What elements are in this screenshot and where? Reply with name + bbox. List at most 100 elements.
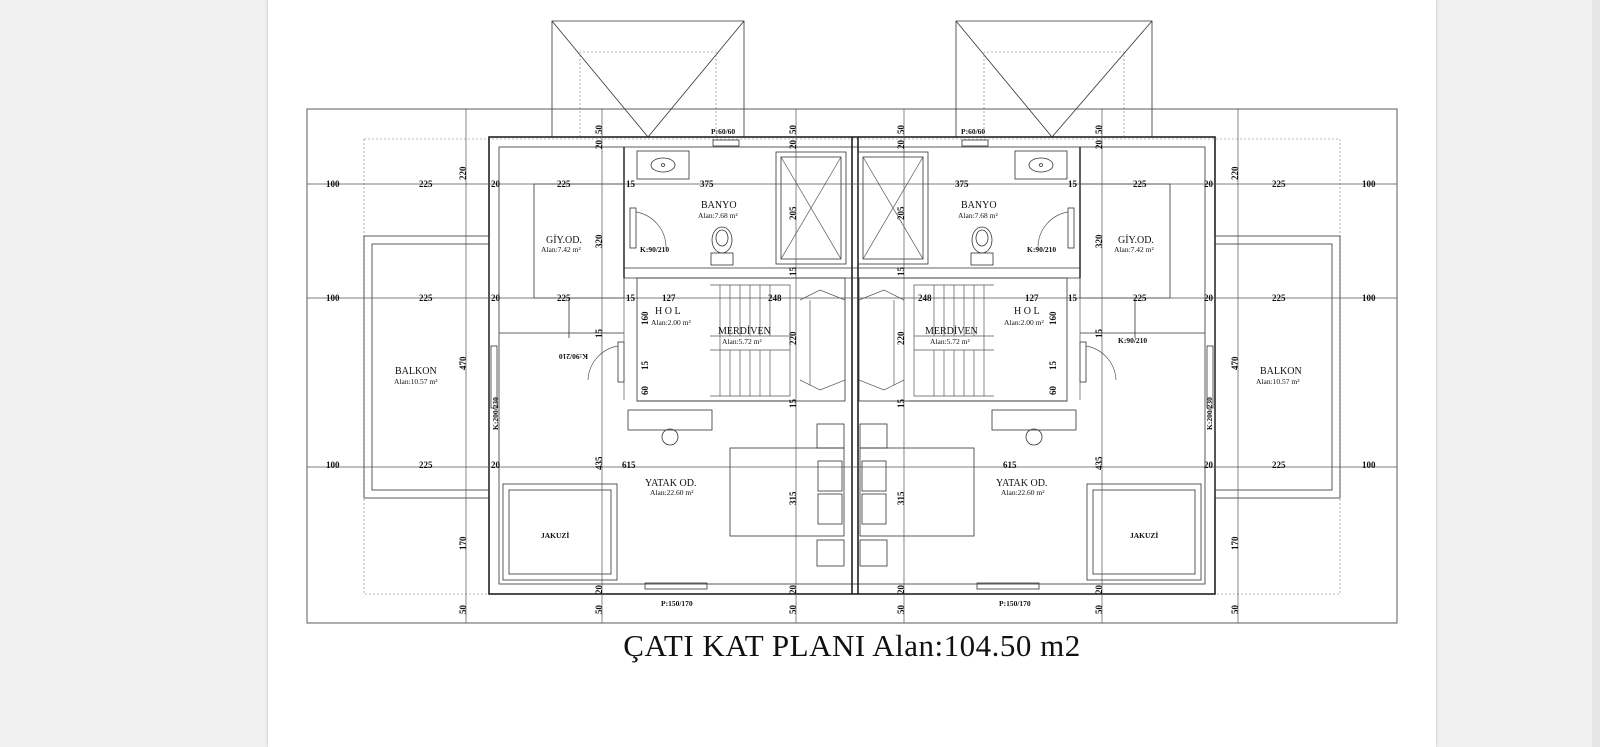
dim-label: 100 — [326, 293, 340, 303]
dim-label: 20 — [491, 179, 501, 189]
dim-label: 20 — [788, 140, 798, 150]
dim-label: 470 — [1230, 356, 1240, 370]
room-merdiven: MERDİVEN — [925, 325, 978, 337]
dim-label: 20 — [1204, 460, 1214, 470]
dim-label: 20 — [1094, 140, 1104, 150]
interior-walls-left — [499, 147, 852, 581]
dim-label: 315 — [896, 491, 906, 505]
room-balkon: BALKON — [1260, 366, 1302, 377]
dim-label: 50 — [788, 125, 798, 135]
room-yatak-area: Alan:22.60 m² — [650, 488, 694, 497]
dim-label: 15 — [640, 361, 650, 371]
dim-label: 50 — [1230, 605, 1240, 615]
dim-label: 220 — [458, 166, 468, 180]
dim-label: 15 — [1068, 179, 1078, 189]
dim-label: 60 — [1048, 386, 1058, 396]
dim-label: 470 — [458, 356, 468, 370]
dim-label: 205 — [896, 206, 906, 220]
dim-label: 435 — [1094, 456, 1104, 470]
dim-label: 15 — [788, 267, 798, 277]
room-merdiven-area: Alan:5.72 m² — [722, 337, 762, 346]
balcony-right — [1214, 235, 1341, 499]
dims-row-1: 100 225 20 225 15 375 375 15 225 20 225 … — [326, 179, 1376, 189]
dim-label: 50 — [896, 125, 906, 135]
door-label: K:90/210 — [1118, 336, 1147, 345]
dim-label: 15 — [1068, 293, 1078, 303]
room-banyo: BANYO — [701, 200, 737, 211]
balcony-left — [363, 235, 490, 499]
dim-label: 248 — [918, 293, 932, 303]
dim-label: 225 — [1272, 293, 1286, 303]
dim-label: 20 — [1204, 293, 1214, 303]
room-hol: H O L — [655, 306, 681, 317]
room-giyinme-area: Alan:7.42 m² — [1114, 245, 1154, 254]
dim-label: 435 — [594, 456, 604, 470]
dim-label: 320 — [594, 234, 604, 248]
dim-label: 50 — [788, 605, 798, 615]
dim-label: 100 — [1362, 293, 1376, 303]
dim-label: 225 — [419, 179, 433, 189]
viewer-scrollbar[interactable] — [1592, 0, 1600, 747]
window-label: P:150/170 — [999, 599, 1031, 608]
dim-label: 225 — [1133, 179, 1147, 189]
dim-label: 15 — [626, 293, 636, 303]
dim-label: 100 — [326, 460, 340, 470]
pdf-page: 100 225 20 225 15 375 375 15 225 20 225 … — [268, 0, 1436, 747]
room-banyo: BANYO — [961, 200, 997, 211]
dim-label: 170 — [1230, 536, 1240, 550]
floor-plan-drawing: 100 225 20 225 15 375 375 15 225 20 225 … — [306, 20, 1398, 624]
room-yatak-area: Alan:22.60 m² — [1001, 488, 1045, 497]
dormer-right — [955, 20, 1153, 138]
dim-label: 15 — [896, 267, 906, 277]
window-label: P:60/60 — [961, 127, 985, 136]
dim-label: 100 — [326, 179, 340, 189]
dim-label: 15 — [1094, 329, 1104, 339]
dim-label: 20 — [896, 140, 906, 150]
room-balkon: BALKON — [395, 366, 437, 377]
dim-label: 50 — [458, 605, 468, 615]
dims-row-3: 100 225 20 615 615 20 225 100 — [326, 460, 1376, 470]
dim-label: 375 — [955, 179, 969, 189]
dim-label: 20 — [788, 585, 798, 595]
dim-label: 220 — [788, 331, 798, 345]
room-hol-area: Alan:2.00 m² — [651, 318, 691, 327]
dim-label: 315 — [788, 491, 798, 505]
room-banyo-area: Alan:7.68 m² — [698, 211, 738, 220]
dim-label: 60 — [640, 386, 650, 396]
plan-title: ÇATI KAT PLANI Alan:104.50 m2 — [623, 628, 1081, 663]
room-balkon-area: Alan:10.57 m² — [1256, 377, 1300, 386]
dim-label: 20 — [896, 585, 906, 595]
room-banyo-area: Alan:7.68 m² — [958, 211, 998, 220]
room-hol: H O L — [1014, 306, 1040, 317]
room-balkon-area: Alan:10.57 m² — [394, 377, 438, 386]
room-giyinme-area: Alan:7.42 m² — [541, 245, 581, 254]
opening-labels: P:60/60 P:60/60 P:150/170 P:150/170 K:90… — [491, 127, 1214, 608]
window-label: P:60/60 — [711, 127, 735, 136]
dims-vertical: 220 470 170 50 220 470 170 50 50 20 320 … — [458, 125, 1240, 615]
dim-label: 15 — [896, 399, 906, 409]
dims-row-2: 100 225 20 225 15 127 248 248 127 15 225… — [326, 293, 1376, 303]
door-label: K:200/230 — [1205, 397, 1214, 430]
room-giyinme: GİY.OD. — [1118, 234, 1154, 246]
dim-label: 100 — [1362, 460, 1376, 470]
window-label: P:150/170 — [661, 599, 693, 608]
dormer-left — [551, 20, 745, 138]
room-merdiven-area: Alan:5.72 m² — [930, 337, 970, 346]
dim-label: 225 — [1272, 460, 1286, 470]
room-yatak: YATAK OD. — [996, 478, 1047, 489]
dim-label: 615 — [1003, 460, 1017, 470]
dim-label: 170 — [458, 536, 468, 550]
dim-label: 160 — [640, 311, 650, 325]
dim-label: 20 — [1204, 179, 1214, 189]
dim-label: 15 — [1048, 361, 1058, 371]
dim-label: 225 — [419, 293, 433, 303]
exterior-walls — [488, 136, 1216, 595]
room-hol-area: Alan:2.00 m² — [1004, 318, 1044, 327]
dim-label: 127 — [662, 293, 676, 303]
room-yatak: YATAK OD. — [645, 478, 696, 489]
dim-label: 220 — [896, 331, 906, 345]
dim-label: 50 — [1094, 605, 1104, 615]
dim-label: 615 — [622, 460, 636, 470]
door-label: K:200/230 — [491, 397, 500, 430]
